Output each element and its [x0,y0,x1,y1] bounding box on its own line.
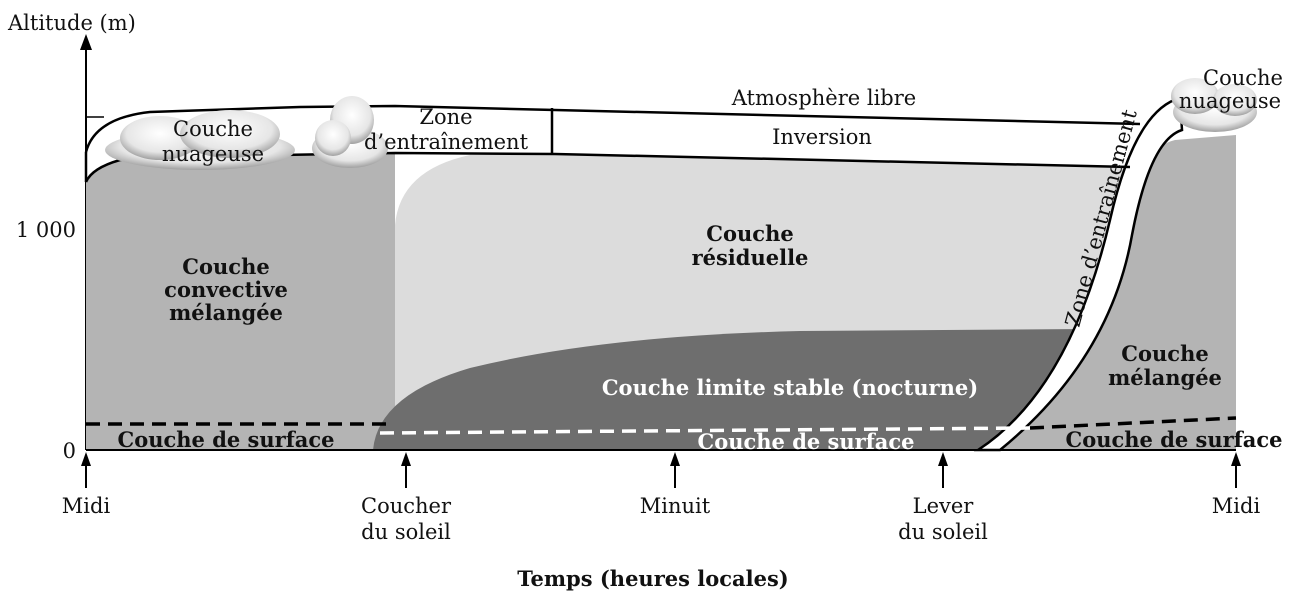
cloud-icon [105,110,295,170]
y-tick-label: 0 [63,439,76,463]
convective-layer-label: mélangée [169,300,283,325]
surface-layer-line-mid [379,426,1031,435]
y-axis-label: Altitude (m) [7,11,136,35]
cloud-layer-label: Couche [1203,66,1283,90]
residual-layer-label: Couche [706,221,793,246]
inversion-top-line [84,104,1141,153]
entrainment-zone-label: Zone [419,105,472,129]
surface-layer-label: Couche de surface [1065,427,1282,452]
surface-layer-label: Couche de surface [697,429,914,454]
cloud-layer-label: nuageuse [162,142,264,166]
cloud-icon [312,96,388,168]
cloud-layer-label: Couche [173,117,253,141]
y-tick-label: 1 000 [16,218,76,242]
x-tick-arrow [401,452,411,488]
mixed-layer-label: mélangée [1108,365,1222,390]
x-tick-label: Midi [62,494,111,518]
convective-layer-label: convective [164,277,288,302]
x-tick-arrow [81,452,91,488]
x-tick-label: du soleil [361,520,451,544]
cloud-layer-label: nuageuse [1179,89,1281,113]
x-tick-label: Midi [1212,494,1261,518]
free-atmosphere-label: Atmosphère libre [731,86,916,110]
cloud-icon [1171,78,1257,132]
stable-layer-area [373,329,1085,450]
residual-layer-label: résiduelle [692,245,809,270]
x-tick-arrow [1231,452,1241,488]
inversion-label: Inversion [772,125,872,149]
stable-layer-label: Couche limite stable (nocturne) [602,375,978,400]
x-tick-label: du soleil [898,520,988,544]
x-tick-label: Coucher [361,494,452,518]
convective-layer-area [86,153,395,450]
mixed-layer-label: Couche [1121,341,1208,366]
x-tick-arrow [670,452,680,488]
x-tick-label: Lever [913,494,975,518]
surface-layer-line-right [1029,416,1237,430]
entrainment-zone-label: d’entraînement [364,130,529,154]
convective-layer-label: Couche [182,254,269,279]
x-axis-title: Temps (heures locales) [517,566,788,591]
x-tick-arrow [938,452,948,488]
x-tick-label: Minuit [640,494,711,518]
y-axis-arrow [80,34,92,50]
surface-layer-label: Couche de surface [117,427,334,452]
